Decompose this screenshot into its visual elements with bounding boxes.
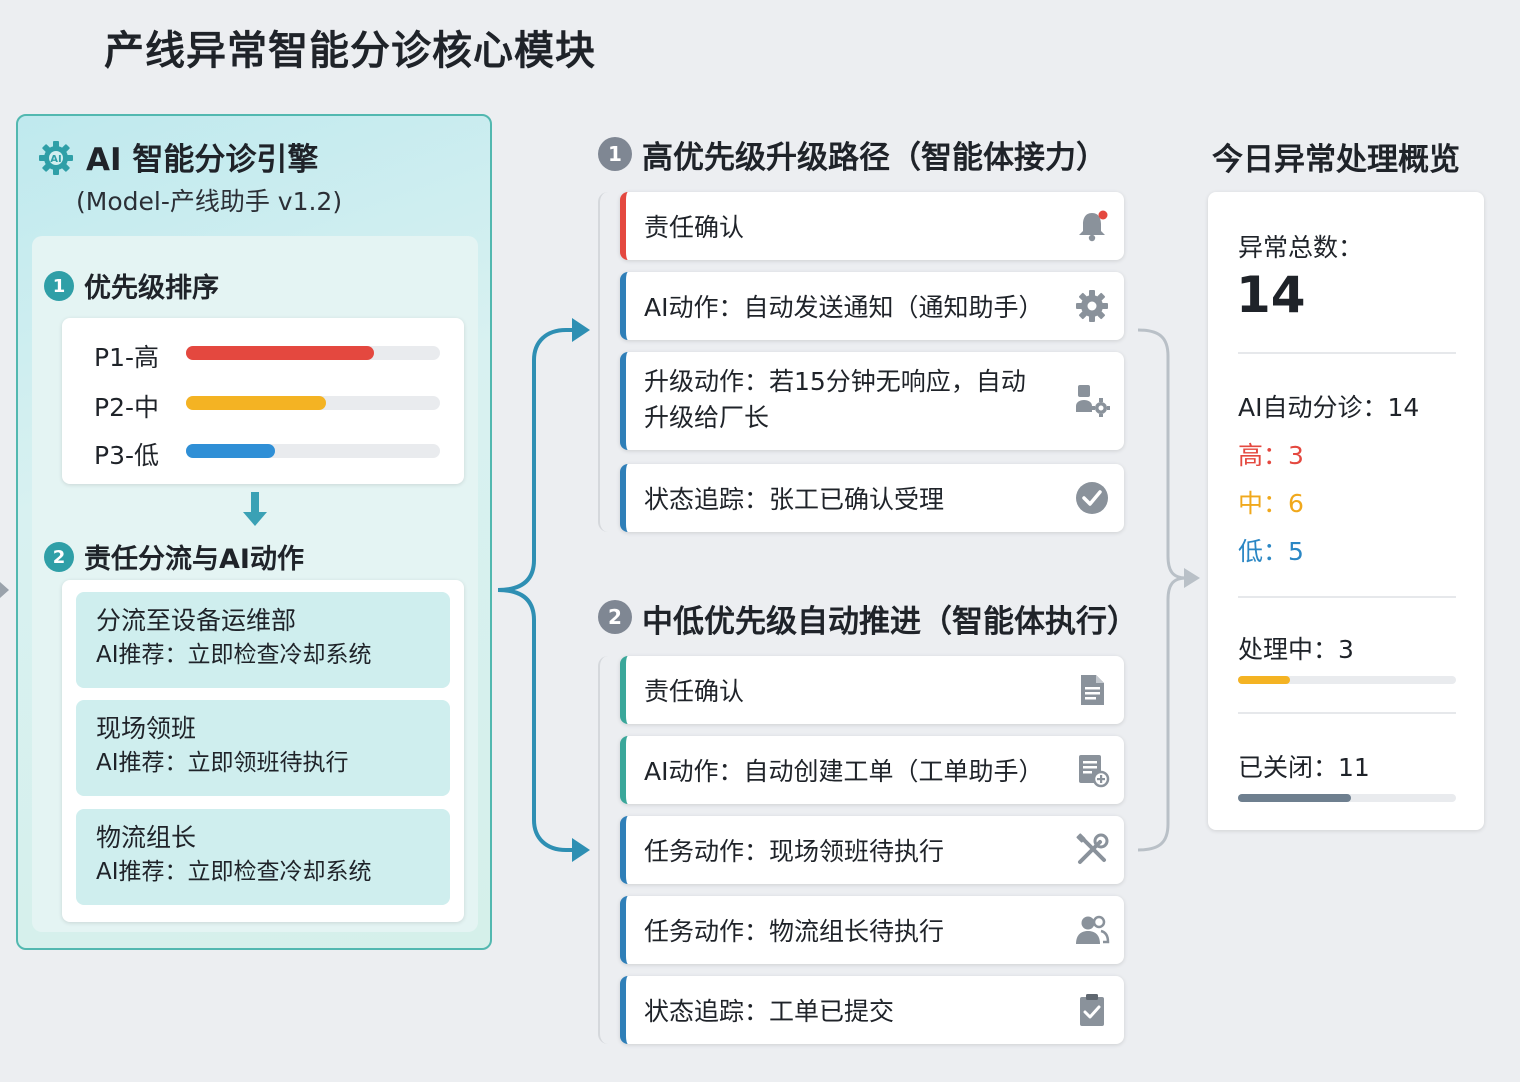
ai-triage-count: AI自动分诊：14 [1238, 393, 1420, 422]
dispatch-card: 分流至设备运维部 AI推荐：立即检查冷却系统 现场领班 AI推荐：立即领班待执行… [62, 580, 464, 922]
path-step[interactable]: 任务动作：现场领班待执行 [620, 816, 1124, 884]
path-step[interactable]: 责任确认 [620, 656, 1124, 724]
connector-to-low-path [497, 588, 576, 852]
step-number-badge: 2 [44, 542, 74, 572]
gear-icon [1076, 290, 1108, 322]
divider [1238, 352, 1456, 354]
tools-icon [1076, 833, 1109, 864]
ai-recommendation: AI推荐：立即检查冷却系统 [96, 859, 372, 885]
path-step[interactable]: 状态追踪：工单已提交 [620, 976, 1124, 1044]
low-priority-path-title: 中低优先级自动推进（智能体执行） [642, 604, 1138, 640]
divider [1238, 596, 1456, 598]
priority-bar [186, 396, 440, 410]
step-label: 升级动作：若15分钟无响应，自动升级给厂长 [644, 367, 1026, 432]
engine-subtitle: (Model-产线助手 v1.2) [76, 187, 343, 216]
dispatch-target: 物流组长 [96, 823, 197, 852]
in-progress-bar [1238, 676, 1456, 684]
priority-bar [186, 444, 440, 458]
step-number-badge: 1 [44, 271, 74, 301]
arrow-head-icon [572, 318, 590, 342]
path-step[interactable]: 任务动作：物流组长待执行 [620, 896, 1124, 964]
in-progress-bar-fill [1238, 676, 1291, 684]
closed-label: 已关闭：11 [1238, 753, 1370, 782]
connector-low-to-overview [1137, 576, 1187, 852]
step-label: 责任确认 [644, 677, 745, 706]
document-icon [1081, 675, 1104, 705]
dispatch-item[interactable]: 物流组长 AI推荐：立即检查冷却系统 [76, 809, 450, 905]
priority-row: P1-高 [94, 338, 444, 372]
add-ticket-icon [1079, 755, 1110, 788]
path-number-badge: 2 [598, 600, 632, 634]
users-icon [1076, 915, 1110, 944]
step-label: 任务动作：现场领班待执行 [644, 837, 945, 866]
engine-title: AI 智能分诊引擎 [86, 142, 319, 178]
priority-row: P3-低 [94, 436, 444, 470]
clipboard-check-icon [1080, 994, 1104, 1026]
down-arrow-icon [243, 492, 267, 526]
path-step[interactable]: AI动作：自动发送通知（通知助手） [620, 272, 1124, 340]
closed-bar [1238, 794, 1456, 802]
user-gear-icon [1076, 385, 1110, 417]
arrow-head-icon [1184, 568, 1200, 588]
priority-row: P2-中 [94, 388, 444, 422]
priority-label: P2-中 [94, 393, 160, 422]
path-step[interactable]: 升级动作：若15分钟无响应，自动升级给厂长 [620, 352, 1124, 450]
dispatch-section-title: 责任分流与AI动作 [84, 544, 304, 575]
connector-to-high-path [497, 328, 576, 592]
low-priority-path-group [598, 656, 630, 1044]
step-label: AI动作：自动创建工单（工单助手） [644, 757, 1044, 786]
step-label: 状态追踪：张工已确认受理 [644, 485, 945, 514]
connector-high-to-overview [1137, 328, 1187, 580]
priority-bar-fill [186, 346, 374, 360]
in-progress-label: 处理中：3 [1238, 635, 1354, 664]
high-priority-path-title: 高优先级升级路径（智能体接力） [642, 140, 1107, 176]
high-priority-path-group [598, 192, 630, 532]
overview-title: 今日异常处理概览 [1212, 142, 1460, 178]
page-title: 产线异常智能分诊核心模块 [104, 28, 596, 74]
total-label: 异常总数： [1238, 233, 1364, 262]
dispatch-item[interactable]: 分流至设备运维部 AI推荐：立即检查冷却系统 [76, 592, 450, 688]
medium-count: 中：6 [1238, 489, 1304, 518]
low-count: 低：5 [1238, 537, 1304, 566]
priority-bar-fill [186, 396, 326, 410]
bell-icon [1079, 210, 1108, 242]
priority-bar [186, 346, 440, 360]
path-step[interactable]: AI动作：自动创建工单（工单助手） [620, 736, 1124, 804]
closed-bar-fill [1238, 794, 1352, 802]
path-step[interactable]: 责任确认 [620, 192, 1124, 260]
dispatch-target: 分流至设备运维部 [96, 606, 297, 635]
edge-arrow-icon [0, 582, 9, 598]
step-label: 任务动作：物流组长待执行 [644, 917, 945, 946]
ai-recommendation: AI推荐：立即领班待执行 [96, 750, 349, 776]
check-circle-icon [1076, 482, 1108, 514]
path-number-badge: 1 [598, 137, 632, 171]
priority-bar-fill [186, 444, 275, 458]
step-label: 状态追踪：工单已提交 [644, 997, 895, 1026]
priority-label: P3-低 [94, 441, 160, 470]
ai-recommendation: AI推荐：立即检查冷却系统 [96, 642, 372, 668]
step-label: 责任确认 [644, 213, 745, 242]
arrow-head-icon [572, 838, 590, 862]
total-value: 14 [1236, 266, 1306, 324]
divider [1238, 712, 1456, 714]
step-label: AI动作：自动发送通知（通知助手） [644, 293, 1044, 322]
gear-icon: AI [39, 141, 73, 175]
path-step[interactable]: 状态追踪：张工已确认受理 [620, 464, 1124, 532]
priority-section-title: 优先级排序 [84, 273, 219, 304]
svg-text:AI: AI [50, 154, 61, 165]
dispatch-item[interactable]: 现场领班 AI推荐：立即领班待执行 [76, 700, 450, 796]
priority-card: P1-高 P2-中 P3-低 [62, 318, 464, 484]
overview-card [1208, 192, 1484, 830]
high-count: 高：3 [1238, 441, 1304, 470]
dispatch-target: 现场领班 [96, 714, 197, 743]
priority-label: P1-高 [94, 343, 160, 372]
